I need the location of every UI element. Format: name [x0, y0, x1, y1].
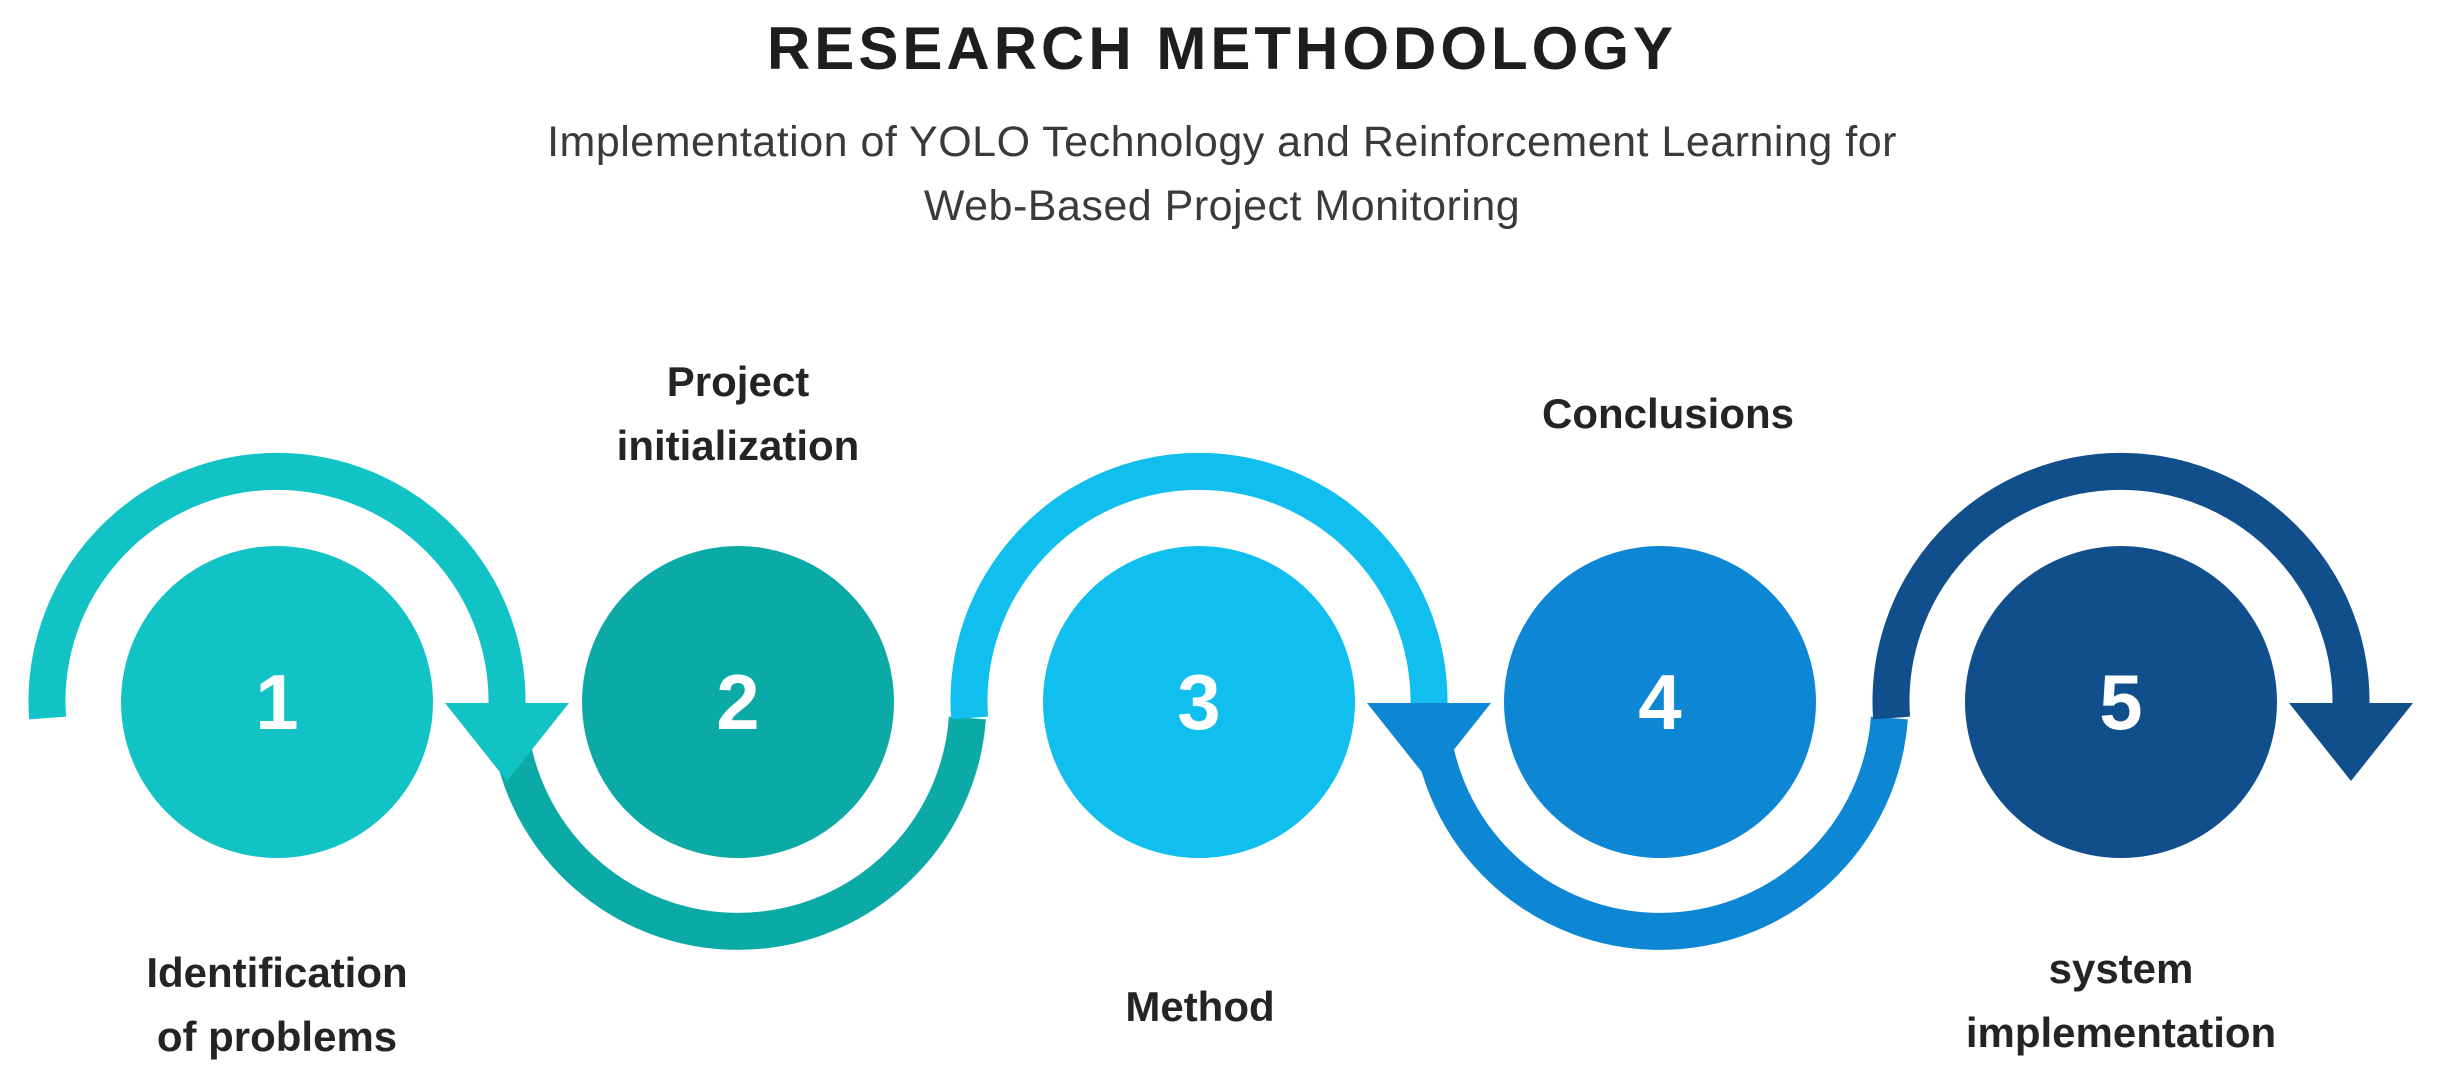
step-number-3: 3 — [1177, 658, 1221, 746]
step-circle-2 — [582, 546, 894, 858]
step-number-4: 4 — [1638, 658, 1682, 746]
arrow-down-icon-2 — [1367, 703, 1491, 781]
step-label-2-line-1: Project — [666, 358, 810, 405]
step-circle-1 — [121, 546, 433, 858]
loop-over-arc-step-5 — [1872, 452, 2370, 720]
step-circle-3 — [1043, 546, 1355, 858]
loop-over-arc-step-1 — [28, 452, 526, 720]
step-label-1-line-2: of problems — [156, 1013, 398, 1060]
subtitle-line-1: Implementation of YOLO Technology and Re… — [547, 118, 1897, 166]
step-number-5: 5 — [2099, 658, 2143, 746]
step-label-5-line-1: system — [2048, 945, 2194, 992]
loop-under-arc-step-2 — [490, 716, 986, 950]
step-label-4-line-1: Conclusions — [1541, 390, 1795, 437]
step-label-2: Project initialization — [488, 350, 988, 478]
step-label-2-line-2: initialization — [616, 422, 860, 469]
step-number-2: 2 — [716, 658, 760, 746]
step-circle-5 — [1965, 546, 2277, 858]
arrow-down-icon-3 — [2289, 703, 2413, 781]
loop-over-arc-step-3 — [950, 452, 1448, 720]
step-label-5-line-2: implementation — [1965, 1009, 2277, 1056]
step-label-1: Identification of problems — [27, 941, 527, 1069]
page-subtitle: Implementation of YOLO Technology and Re… — [0, 110, 2444, 238]
step-number-1: 1 — [255, 658, 299, 746]
step-circle-4 — [1504, 546, 1816, 858]
step-label-3: Method — [950, 975, 1450, 1039]
step-label-3-line-1: Method — [1125, 983, 1275, 1030]
step-label-4: Conclusions — [1418, 382, 1918, 446]
step-label-5: system implementation — [1871, 937, 2371, 1065]
arrow-down-icon-1 — [445, 703, 569, 781]
page-title: RESEARCH METHODOLOGY — [766, 15, 1678, 82]
loop-under-arc-step-4 — [1412, 716, 1908, 950]
step-label-1-line-1: Identification — [146, 949, 408, 996]
subtitle-line-2: Web-Based Project Monitoring — [923, 182, 1521, 230]
